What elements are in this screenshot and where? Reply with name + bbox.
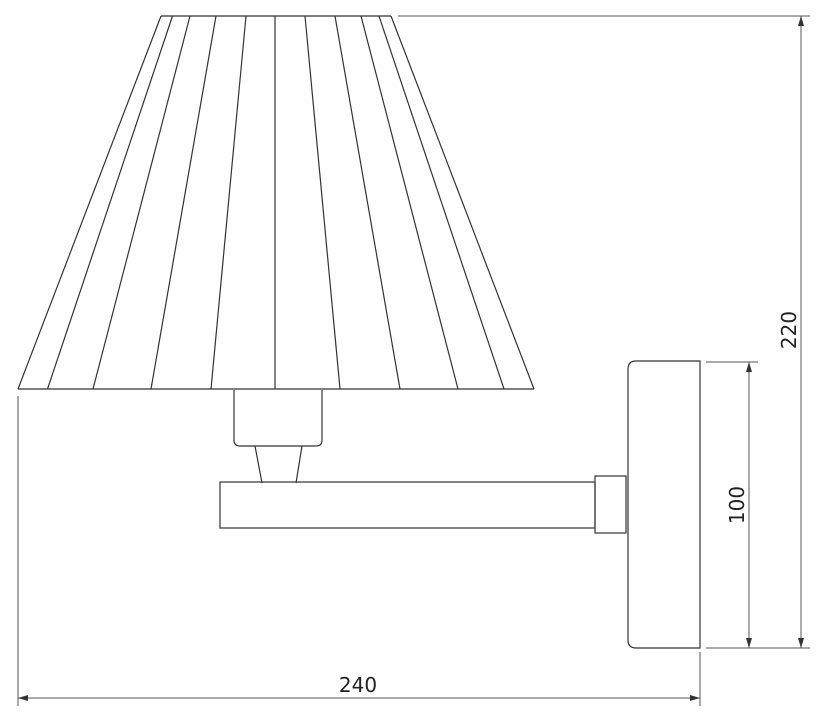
shade-pleat-line [360, 15, 459, 390]
shade-pleat-line [378, 15, 505, 390]
dimension-label-240: 240 [339, 673, 377, 697]
lamp-shade [17, 15, 535, 390]
shade-pleat-line [334, 15, 401, 390]
shade-pleat-line [150, 15, 217, 390]
wall-plate [627, 360, 701, 649]
dimension-width-total: 240 [18, 673, 700, 701]
shade-pleat-line [17, 15, 162, 390]
dimension-label-220: 220 [777, 311, 801, 349]
shade-pleat-line [46, 15, 174, 390]
extension-lines [17, 15, 810, 706]
shade-pleat-line [92, 15, 191, 390]
shade-pleat-line [390, 15, 535, 390]
shade-pleat-line [210, 15, 247, 390]
arm-connector [594, 475, 627, 534]
lamp-arm [219, 481, 596, 529]
shade-pleat-line [304, 15, 341, 390]
dimension-label-100: 100 [725, 486, 749, 524]
dimension-height-total: 220 [777, 15, 804, 648]
dimension-height-plate: 100 [725, 362, 752, 648]
lamp-holder [233, 390, 323, 484]
